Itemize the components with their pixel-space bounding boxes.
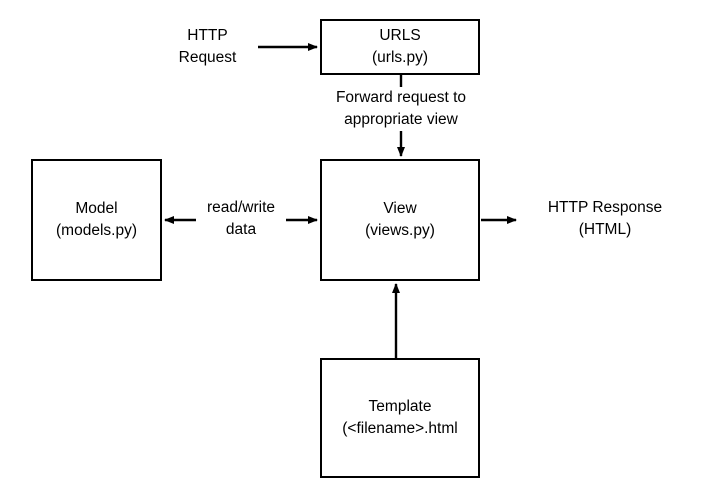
node-model-title: Model bbox=[75, 200, 118, 217]
node-urls[interactable]: URLS (urls.py) bbox=[320, 19, 480, 75]
label-http-request-line2: Request bbox=[178, 49, 237, 66]
node-view-title: View bbox=[383, 200, 417, 217]
label-forward-request-line1: Forward request to bbox=[335, 89, 467, 106]
label-http-response: HTTP Response (HTML) bbox=[520, 196, 690, 242]
node-view[interactable]: View (views.py) bbox=[320, 159, 480, 281]
label-http-request: HTTP Request bbox=[155, 24, 260, 70]
node-view-file: (views.py) bbox=[365, 222, 435, 239]
label-read-write-data-line2: data bbox=[225, 221, 257, 238]
label-http-request-line1: HTTP bbox=[187, 27, 228, 44]
label-forward-request-line2: appropriate view bbox=[344, 111, 458, 128]
label-forward-request: Forward request to appropriate view bbox=[312, 87, 490, 131]
node-template-file: (<filename>.html bbox=[342, 420, 458, 437]
label-read-write-data: read/write data bbox=[196, 196, 286, 242]
node-urls-title: URLS bbox=[379, 27, 421, 44]
node-template-title: Template bbox=[368, 398, 432, 415]
node-model-file: (models.py) bbox=[56, 222, 137, 239]
label-http-response-line2: (HTML) bbox=[578, 221, 632, 238]
label-read-write-data-line1: read/write bbox=[206, 199, 276, 216]
label-http-response-line1: HTTP Response bbox=[547, 199, 663, 216]
node-template[interactable]: Template (<filename>.html bbox=[320, 358, 480, 478]
node-model[interactable]: Model (models.py) bbox=[31, 159, 162, 281]
node-urls-file: (urls.py) bbox=[372, 49, 428, 66]
